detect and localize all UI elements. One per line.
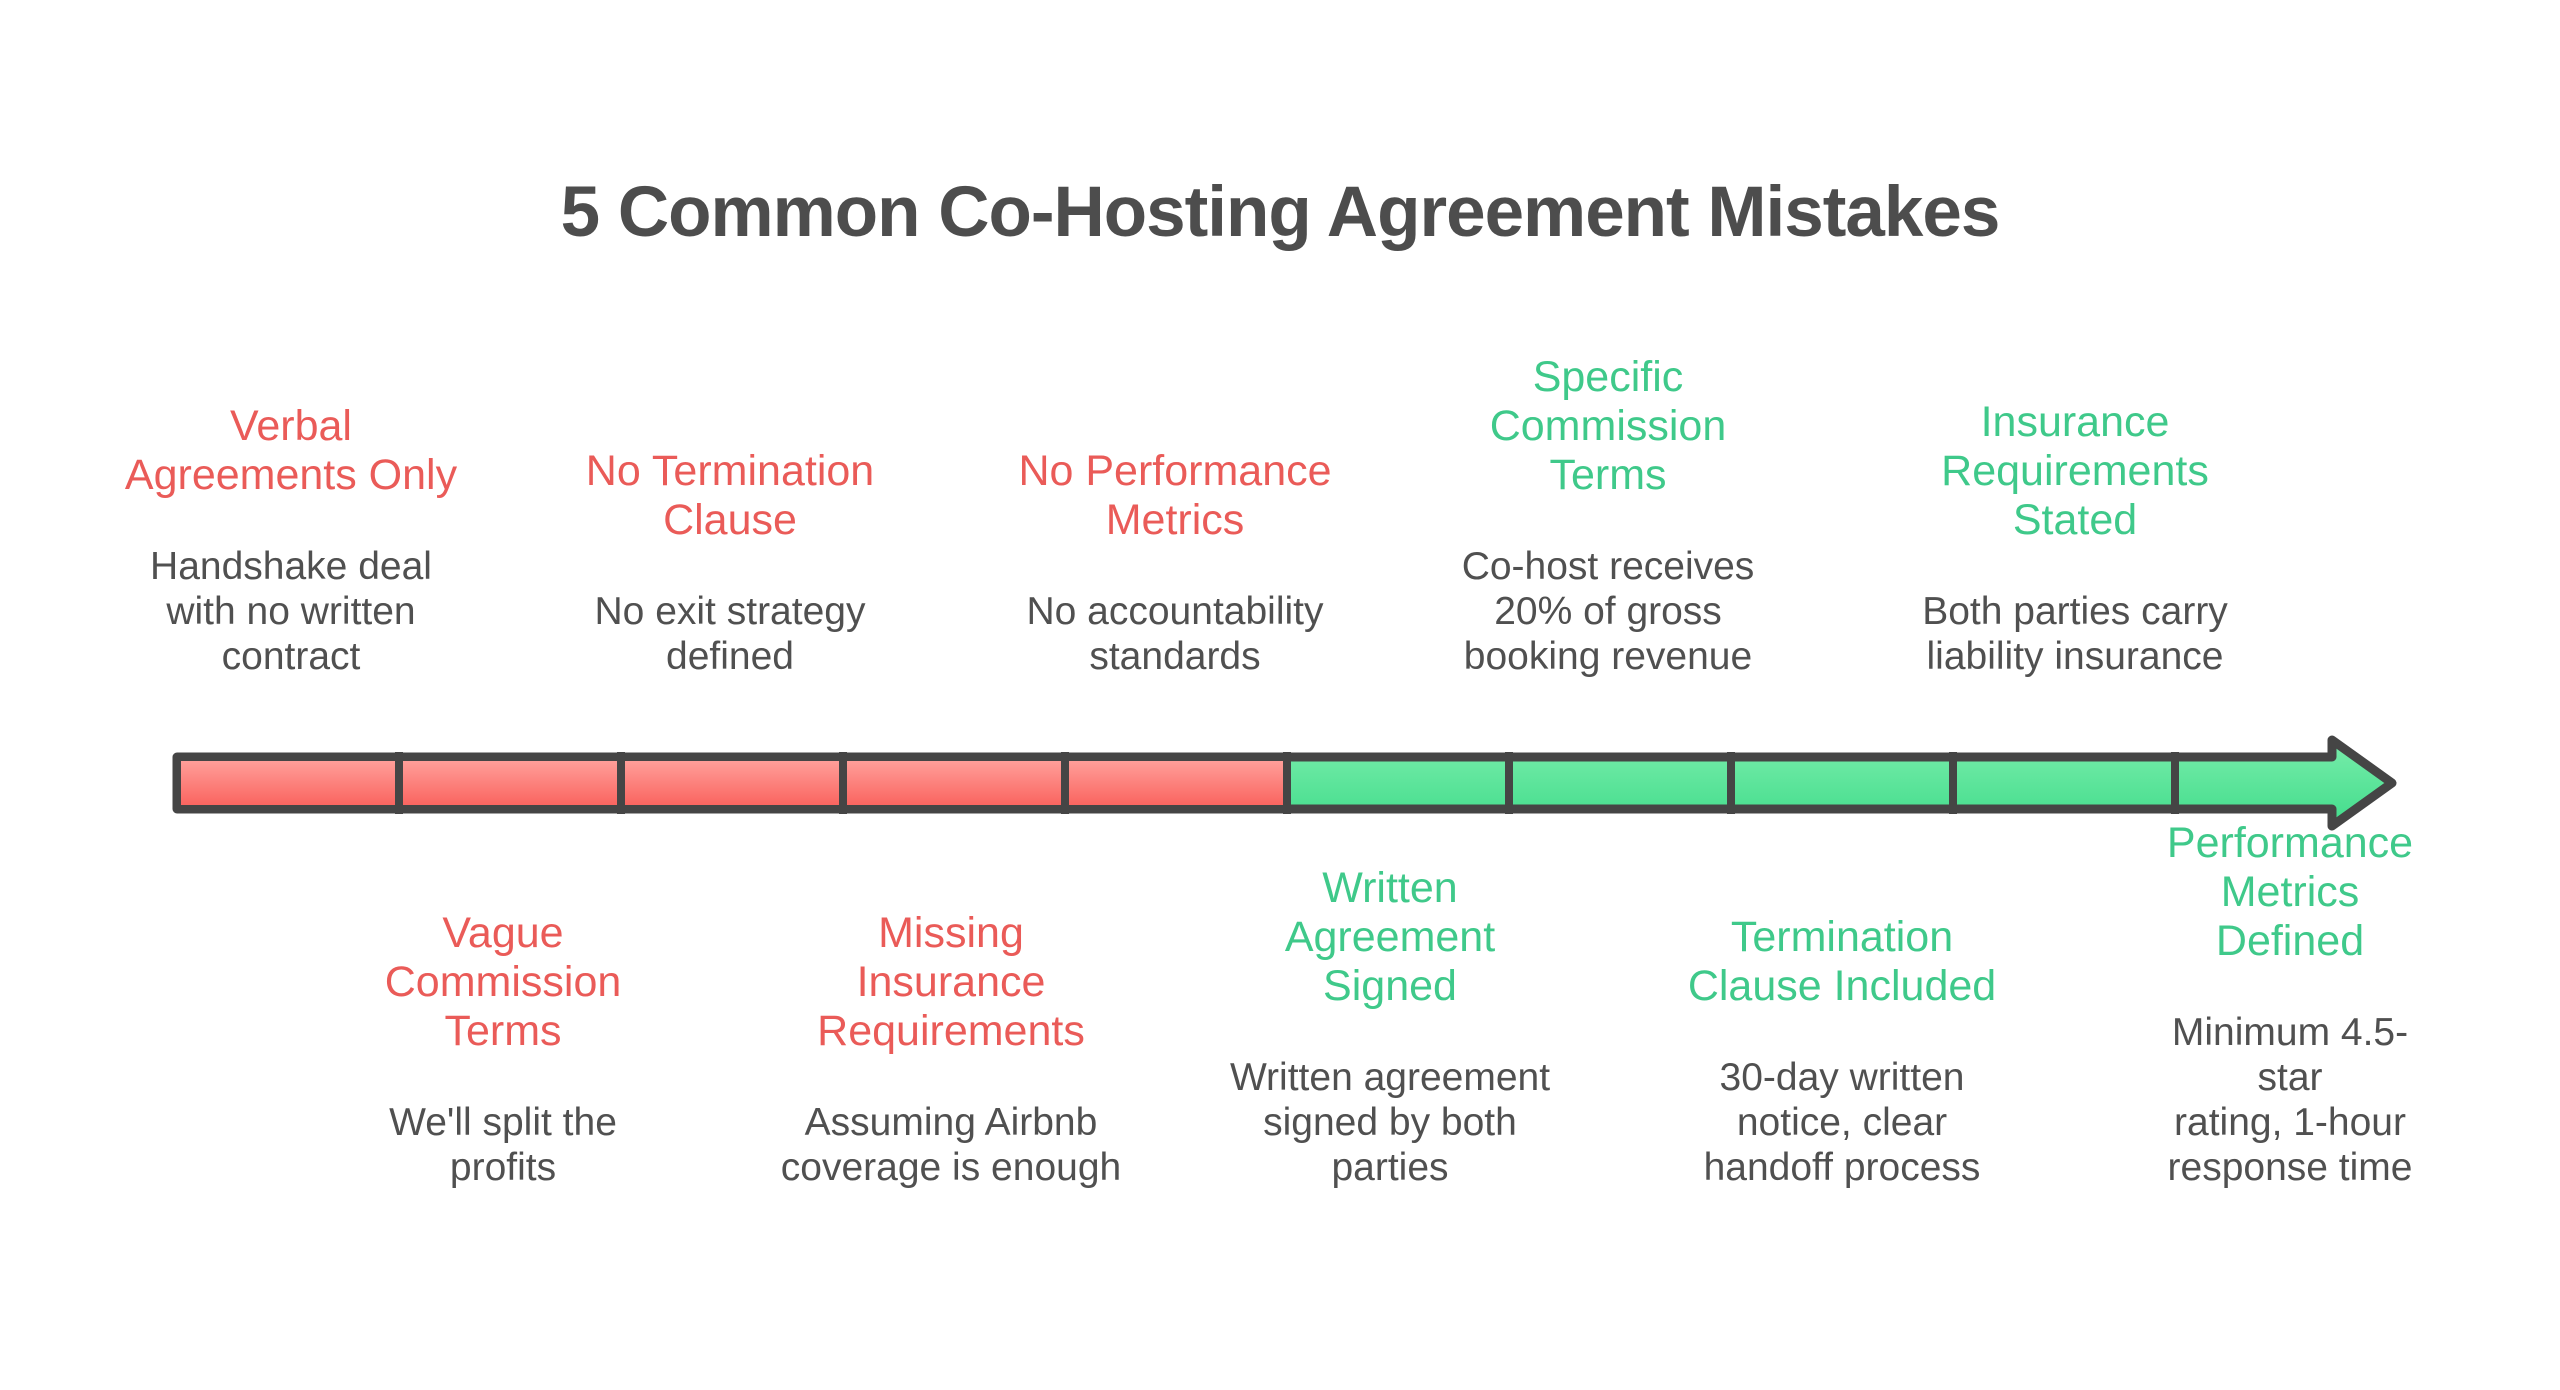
- step-heading: No Termination Clause: [585, 447, 875, 544]
- step-description: Both parties carry liability insurance: [1922, 590, 2228, 678]
- step-verbal-agreements-only: Verbal Agreements Only Handshake deal wi…: [125, 384, 457, 697]
- step-heading: Missing Insurance Requirements: [817, 909, 1085, 1055]
- step-specific-commission-terms: Specific Commission Terms Co-host receiv…: [1462, 335, 1755, 697]
- step-heading: Termination Clause Included: [1687, 913, 1997, 1010]
- step-written-agreement-signed: Written Agreement Signed Written agreeme…: [1230, 846, 1550, 1208]
- segment-dividers: [395, 752, 2179, 814]
- step-description: No accountability standards: [1026, 590, 1324, 678]
- step-description: 30-day written notice, clear handoff pro…: [1703, 1056, 1981, 1189]
- step-vague-commission-terms: Vague Commission Terms We'll split the p…: [385, 891, 622, 1208]
- step-description: We'll split the profits: [389, 1101, 617, 1189]
- mistake-zone-overlay: [181, 761, 1291, 805]
- step-description: Handshake deal with no written contract: [150, 545, 432, 678]
- step-missing-insurance-requirements: Missing Insurance Requirements Assuming …: [781, 891, 1121, 1208]
- step-heading: Insurance Requirements Stated: [1941, 398, 2209, 544]
- step-performance-metrics-defined: Performance Metrics Defined Minimum 4.5-…: [2155, 801, 2425, 1208]
- step-heading: Vague Commission Terms: [384, 909, 622, 1055]
- step-heading: No Performance Metrics: [1018, 447, 1332, 544]
- step-heading: Verbal Agreements Only: [124, 402, 458, 499]
- step-description: No exit strategy defined: [594, 590, 866, 678]
- step-termination-clause-included: Termination Clause Included 30-day writt…: [1688, 895, 1996, 1208]
- step-description: Co-host receives 20% of gross booking re…: [1461, 545, 1755, 678]
- step-description: Written agreement signed by both parties: [1229, 1056, 1551, 1189]
- step-insurance-requirements-stated: Insurance Requirements Stated Both parti…: [1922, 380, 2228, 697]
- arrow-body-shape: [172, 735, 2397, 831]
- step-description: Minimum 4.5-star rating, 1-hour response…: [2167, 1011, 2413, 1189]
- step-description: Assuming Airbnb coverage is enough: [780, 1101, 1122, 1189]
- step-heading: Written Agreement Signed: [1284, 864, 1496, 1010]
- page-title: 5 Common Co-Hosting Agreement Mistakes: [560, 173, 2001, 252]
- step-heading: Specific Commission Terms: [1489, 353, 1727, 499]
- step-heading: Performance Metrics Defined: [2166, 819, 2414, 965]
- step-no-termination-clause: No Termination Clause No exit strategy d…: [586, 429, 874, 697]
- step-no-performance-metrics: No Performance Metrics No accountability…: [1018, 429, 1331, 697]
